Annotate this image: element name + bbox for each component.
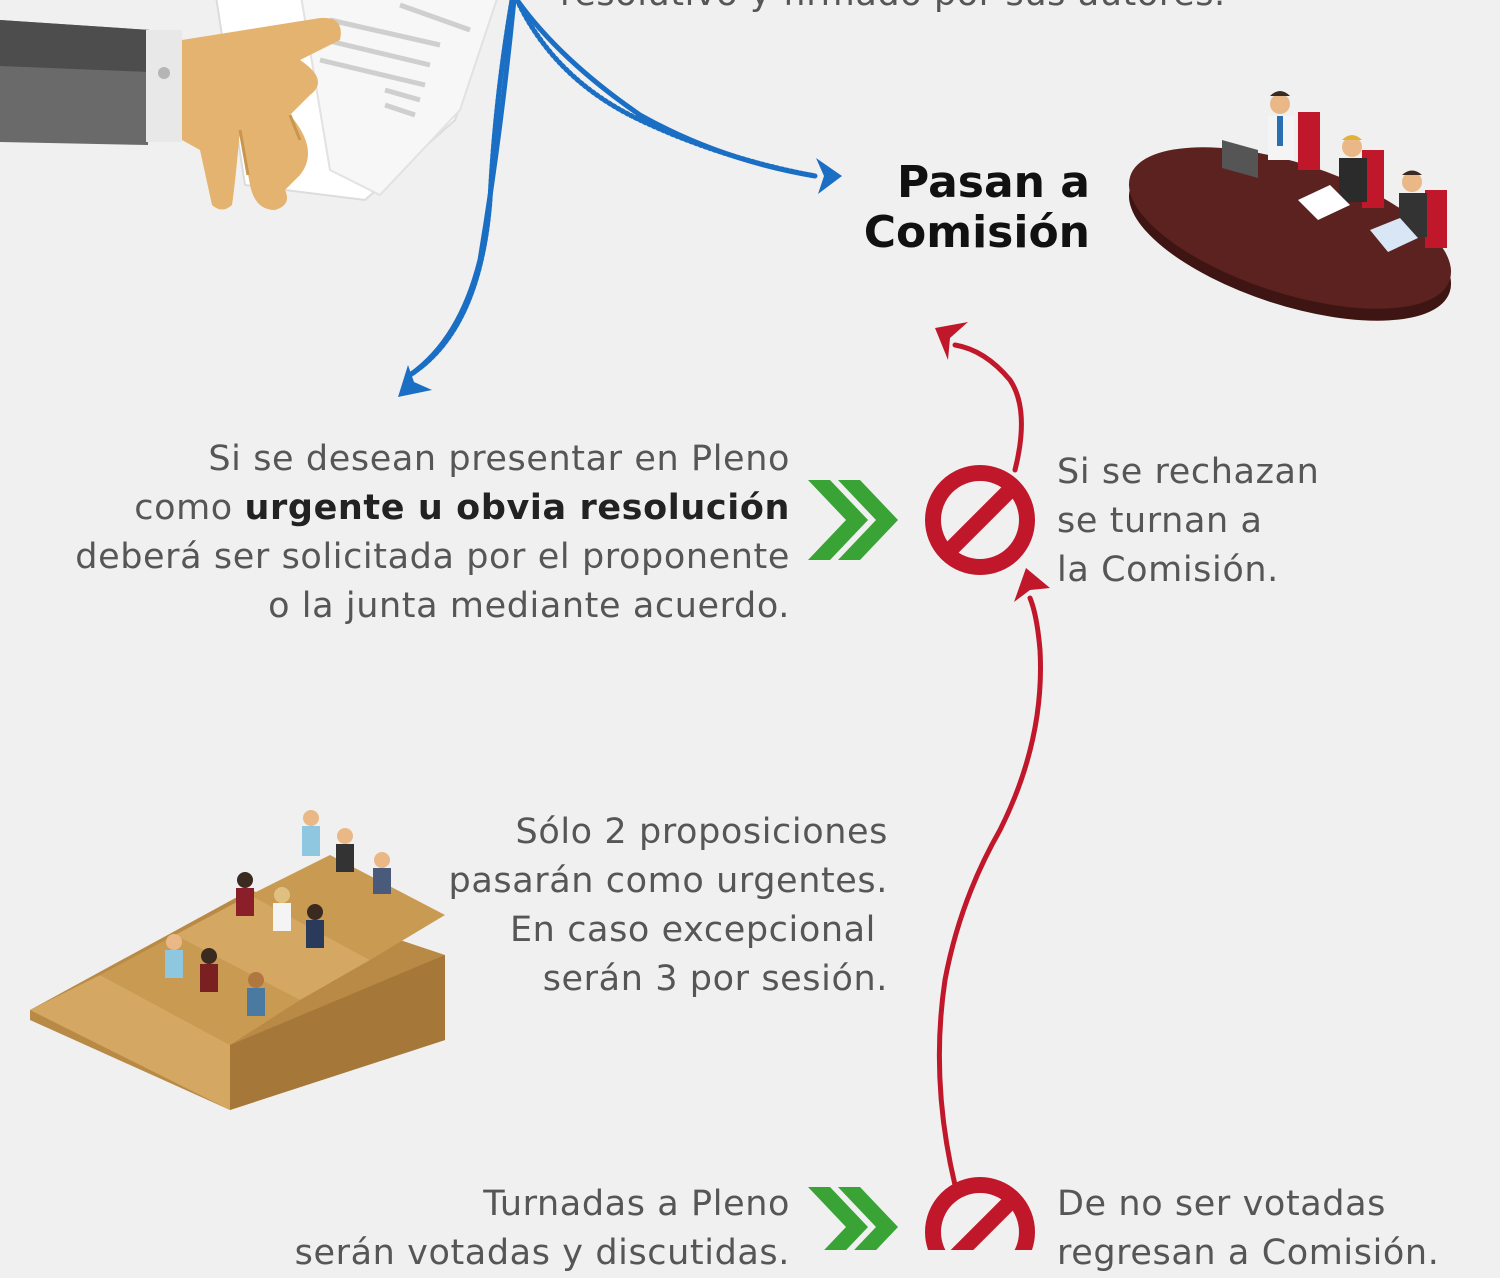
limite-line3: En caso excepcional (509, 910, 876, 950)
comision-heading: Pasan a Comisión (850, 158, 1090, 258)
limite-line2: pasarán como urgentes. (448, 861, 888, 901)
pleno-line1: Turnadas a Pleno (483, 1184, 790, 1224)
rechazo-line3: la Comisión. (1057, 550, 1279, 590)
prohibited-icon (925, 465, 1035, 575)
urgente-line3: deberá ser solicitada por el proponente (75, 537, 790, 577)
limite-line1: Sólo 2 proposiciones (515, 812, 888, 852)
meeting-table-icon (1128, 91, 1452, 321)
urgente-line2-bold: urgente u obvia resolución (244, 488, 790, 528)
hand-document-icon (0, 0, 498, 210)
urgente-line4: o la junta mediante acuerdo. (268, 586, 790, 626)
no-votadas-text: De no ser votadas regresan a Comisión. (1057, 1180, 1439, 1278)
prohibited-icon (925, 1177, 1035, 1250)
urgente-line2: como urgente u obvia resolución (0, 484, 790, 533)
limite-line4: serán 3 por sesión. (542, 959, 888, 999)
diagram-graphics (0, 0, 1452, 1250)
pleno-line2: serán votadas y discutidas. (294, 1233, 790, 1273)
arrowhead-red-top (935, 322, 968, 360)
limite-text: Sólo 2 proposiciones pasarán como urgent… (400, 808, 888, 1004)
comision-heading-line2: Comisión (863, 207, 1090, 258)
rechazo-line1: Si se rechazan (1057, 452, 1320, 492)
blue-flow-arrows (407, 0, 818, 378)
top-text-fragment: resolutivo y firmado por sus autores. (560, 0, 1226, 19)
red-flow-arrows (936, 342, 1043, 1188)
double-chevron-icon (808, 480, 898, 560)
auditorium-icon (30, 810, 445, 1110)
pleno-text: Turnadas a Pleno serán votadas y discuti… (200, 1180, 790, 1278)
urgente-line2-prefix: como (134, 488, 245, 528)
rechazo-line2: se turnan a (1057, 501, 1263, 541)
rechazo-text: Si se rechazan se turnan a la Comisión. (1057, 448, 1319, 595)
comision-heading-line1: Pasan a (897, 157, 1090, 208)
arrowhead-red-mid (1014, 568, 1050, 602)
urgente-text: Si se desean presentar en Pleno como urg… (0, 435, 790, 631)
double-chevron-icon (808, 1187, 898, 1250)
arrowhead-blue-right (816, 158, 842, 194)
urgente-line1: Si se desean presentar en Pleno (208, 439, 790, 479)
arrowhead-blue-down (398, 365, 432, 397)
no-votadas-line1: De no ser votadas (1057, 1184, 1387, 1224)
no-votadas-line2: regresan a Comisión. (1057, 1233, 1440, 1273)
